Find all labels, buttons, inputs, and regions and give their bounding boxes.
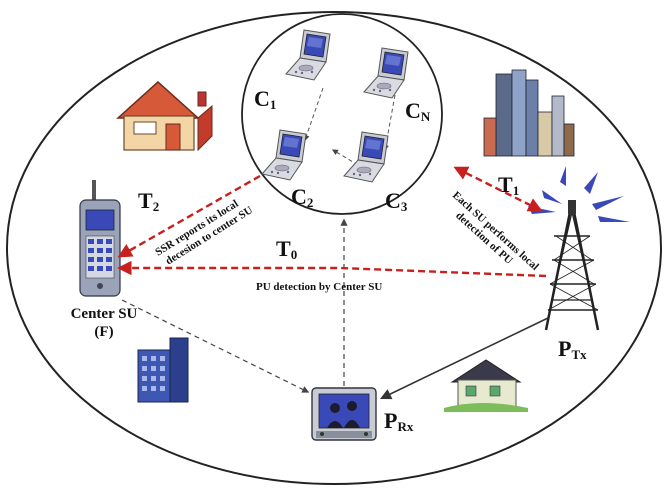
label-prx: PRx bbox=[384, 408, 414, 434]
city-buildings-icon bbox=[483, 69, 575, 157]
transmission-tower-icon bbox=[528, 166, 630, 331]
label-c3: C3 bbox=[385, 188, 408, 214]
ssr-reports-annotation: SSR reports its local decesion to center… bbox=[153, 198, 255, 268]
su-phone-c3-icon bbox=[343, 131, 389, 183]
small-house-icon bbox=[444, 359, 528, 412]
label-t2: T2 bbox=[138, 188, 159, 214]
label-c2: C2 bbox=[291, 184, 313, 210]
arrow-ptx-to-prx bbox=[379, 317, 549, 400]
network-boundary-ellipse bbox=[6, 11, 662, 485]
su-phone-c2-icon bbox=[261, 129, 307, 181]
house-icon bbox=[116, 80, 213, 152]
center-su-label: Center SU bbox=[71, 306, 138, 322]
arrow-t2-report bbox=[117, 174, 261, 258]
link-cn-c3 bbox=[382, 94, 396, 152]
su-phone-c1-icon bbox=[285, 29, 331, 81]
tv-receiver-icon bbox=[311, 387, 377, 441]
label-t1: T1 bbox=[498, 172, 519, 198]
label-t0: T0 bbox=[276, 236, 297, 262]
center-su-f-label: (F) bbox=[94, 324, 113, 340]
su-phone-cn-icon bbox=[363, 47, 409, 99]
center-su-phone-icon bbox=[79, 180, 121, 297]
link-c1-c2 bbox=[303, 87, 324, 142]
pu-detection-annotation: PU detection by Center SU bbox=[256, 281, 382, 293]
arrow-t0-pu-detection bbox=[117, 260, 547, 278]
label-c1: C1 bbox=[254, 86, 276, 112]
label-cn: CN bbox=[405, 98, 431, 124]
arrow-center-su-to-prx bbox=[121, 299, 310, 393]
arrow-t1-local-detection bbox=[453, 166, 543, 212]
label-ptx: PTx bbox=[558, 336, 587, 362]
svg-text:Each SU performs local: Each SU performs local bbox=[450, 189, 541, 273]
link-c3-c2 bbox=[331, 149, 359, 166]
su-cluster-circle bbox=[241, 13, 443, 215]
office-building-icon bbox=[137, 337, 189, 403]
